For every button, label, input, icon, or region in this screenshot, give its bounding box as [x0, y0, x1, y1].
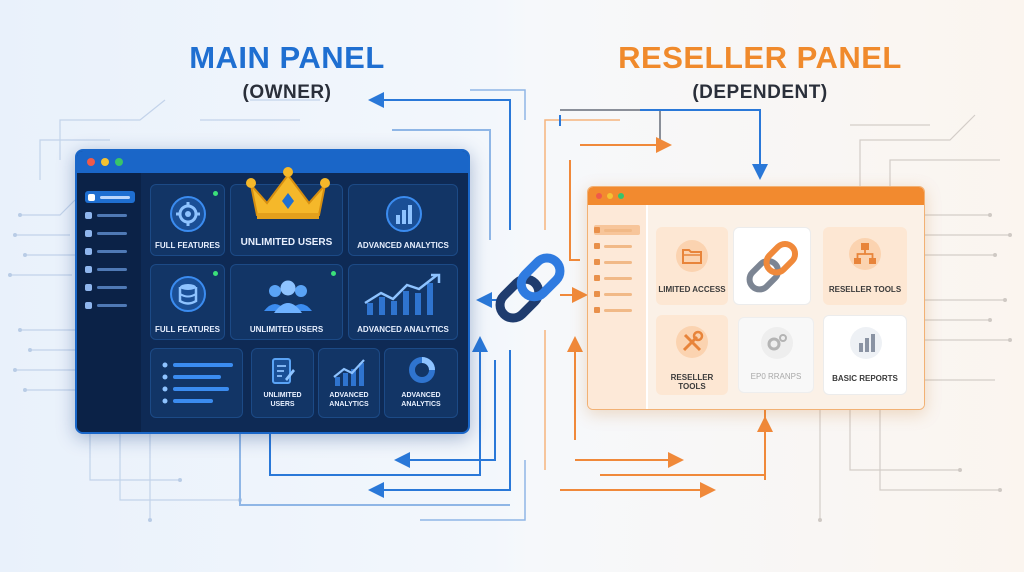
- message-icon: [85, 265, 92, 273]
- sidebar-item-home[interactable]: [85, 191, 135, 203]
- tile-label: RESELLER TOOLS: [670, 373, 714, 391]
- chain-link-icon: [746, 240, 799, 293]
- sidebar-item-settings[interactable]: [85, 299, 135, 311]
- line-chart-icon: [364, 273, 441, 315]
- calendar-icon: [594, 291, 600, 297]
- minimize-dot-icon[interactable]: [607, 193, 613, 199]
- sidebar-item-messages[interactable]: [594, 257, 640, 267]
- minimize-dot-icon[interactable]: [101, 158, 109, 166]
- main-panel-window: FULL FEATURES UNLIMITED USERS ADVANCED A…: [75, 149, 470, 434]
- users-icon: [264, 280, 312, 313]
- sidebar-item-files[interactable]: [85, 245, 135, 257]
- sidebar-item-calendar[interactable]: [594, 289, 640, 299]
- sidebar-item-home[interactable]: [594, 225, 640, 235]
- feature-tile-unlimited-users-crown[interactable]: UNLIMITED USERS: [230, 167, 343, 256]
- gear-icon: [594, 307, 600, 313]
- file-icon: [85, 247, 92, 255]
- reseller-panel-subtitle: (DEPENDENT): [692, 82, 828, 103]
- reseller-panel-titlebar: [588, 187, 924, 205]
- sidebar-item-users[interactable]: [85, 209, 135, 221]
- tile-label: FULL FEATURES: [154, 241, 221, 250]
- sidebar-item-calendar[interactable]: [85, 281, 135, 293]
- sidebar-item-files[interactable]: [594, 273, 640, 283]
- feature-tile-advanced-analytics[interactable]: ADVANCED ANALYTICS: [348, 184, 458, 256]
- chain-link-icon: [495, 253, 565, 323]
- user-icon: [594, 243, 600, 249]
- tile-label: FULL FEATURES: [154, 325, 221, 334]
- feature-tile-limited-access[interactable]: LIMITED ACCESS: [656, 227, 728, 305]
- settings-sliders-icon: [162, 362, 233, 404]
- message-icon: [594, 259, 600, 265]
- close-dot-icon[interactable]: [596, 193, 602, 199]
- reseller-panel-heading: RESELLER PANEL (DEPENDENT): [610, 40, 910, 104]
- feature-tile-advanced-analytics[interactable]: ADVANCED ANALYTICS: [384, 348, 458, 418]
- tile-label: EP0 RRANPS: [750, 372, 802, 381]
- sidebar-item-users[interactable]: [594, 241, 640, 251]
- gear-icon: [85, 301, 92, 309]
- feature-tile-full-features[interactable]: FULL FEATURES: [150, 264, 225, 340]
- feature-tile-disabled[interactable]: EP0 RRANPS: [738, 317, 814, 393]
- reseller-sidebar: [588, 205, 646, 409]
- chain-link-tile[interactable]: [733, 227, 811, 305]
- gear-icon: [170, 196, 206, 232]
- main-panel-title: MAIN PANEL: [189, 40, 385, 75]
- tile-label: UNLIMITED USERS: [249, 325, 324, 334]
- edit-icon: [85, 229, 92, 237]
- maximize-dot-icon[interactable]: [115, 158, 123, 166]
- feature-tile-full-features[interactable]: FULL FEATURES: [150, 184, 225, 256]
- feature-tile-advanced-analytics[interactable]: ADVANCED ANALYTICS: [318, 348, 380, 418]
- feature-tile-reseller-tools[interactable]: RESELLER TOOLS: [656, 315, 728, 395]
- feature-tile-advanced-analytics[interactable]: ADVANCED ANALYTICS: [348, 264, 458, 340]
- tile-label: UNLIMITED USERS: [240, 237, 333, 248]
- feature-tile-reseller-tools[interactable]: RESELLER TOOLS: [823, 227, 907, 305]
- tile-label: ADVANCED ANALYTICS: [357, 241, 449, 250]
- donut-chart-icon: [409, 357, 435, 383]
- reseller-panel-title: RESELLER PANEL: [618, 40, 902, 75]
- reseller-panel-window: LIMITED ACCESS RESELLER TOOLS: [587, 186, 925, 410]
- file-icon: [594, 275, 600, 281]
- tile-label: RESELLER TOOLS: [828, 285, 902, 294]
- main-panel-subtitle: (OWNER): [242, 82, 332, 103]
- tile-label: BASIC REPORTS: [832, 374, 898, 383]
- document-edit-icon: [272, 358, 295, 384]
- bar-chart-icon: [850, 327, 882, 359]
- status-dot: [213, 271, 218, 276]
- sidebar-item-settings[interactable]: [594, 305, 640, 315]
- tools-icon: [676, 326, 708, 358]
- gears-icon: [761, 327, 793, 359]
- feature-tile-unlimited-users[interactable]: UNLIMITED USERS: [230, 264, 343, 340]
- sidebar-item-messages[interactable]: [85, 263, 135, 275]
- feature-tile-basic-reports[interactable]: BASIC REPORTS: [823, 315, 907, 395]
- main-panel-titlebar: [77, 151, 468, 173]
- tile-label: ADVANCED ANALYTICS: [357, 325, 449, 334]
- sidebar-item-edit[interactable]: [85, 227, 135, 239]
- status-dot: [331, 271, 336, 276]
- tile-label: ADVANCED ANALYTICS: [329, 392, 369, 408]
- close-dot-icon[interactable]: [87, 158, 95, 166]
- folder-icon: [676, 240, 708, 272]
- user-icon: [85, 211, 92, 219]
- tile-label: ADVANCED ANALYTICS: [401, 392, 441, 408]
- main-panel-heading: MAIN PANEL (OWNER): [177, 40, 397, 104]
- trend-chart-icon: [333, 359, 365, 386]
- bar-chart-icon: [386, 196, 422, 232]
- main-sidebar: [77, 173, 141, 432]
- maximize-dot-icon[interactable]: [618, 193, 624, 199]
- settings-list-tile[interactable]: [150, 348, 243, 418]
- feature-tile-unlimited-users[interactable]: UNLIMITED USERS: [251, 348, 314, 418]
- hierarchy-icon: [849, 238, 881, 270]
- tile-label: LIMITED ACCESS: [658, 285, 726, 294]
- database-icon: [170, 276, 206, 312]
- home-icon: [88, 193, 95, 201]
- calendar-icon: [85, 283, 92, 291]
- tile-label: UNLIMITED USERS: [263, 392, 302, 408]
- crown-icon: [246, 167, 330, 219]
- status-dot: [213, 191, 218, 196]
- reseller-main-area: LIMITED ACCESS RESELLER TOOLS: [648, 205, 924, 409]
- home-icon: [594, 227, 600, 233]
